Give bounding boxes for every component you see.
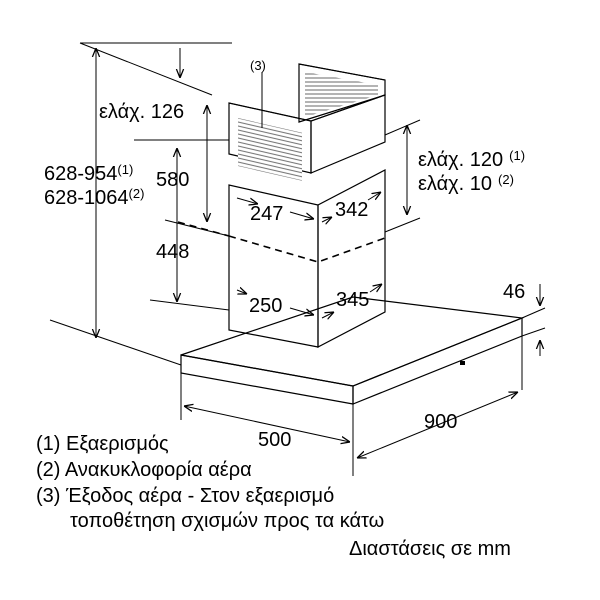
dim-upper-chimney-height: 580 [156,169,189,191]
callout-outlet: (3) [250,58,266,73]
overlap-line-upper [228,235,386,263]
dim-min-126: ελάχ. 126 [99,101,184,123]
overlap-line-left [177,221,230,237]
legend-item-exhaust: (1) Εξαερισμός [36,433,169,455]
indicator-light [460,361,465,365]
dim-lower-depth: 345 [336,289,369,311]
dimension-arrows [96,48,540,458]
dim-total-height-recirculation: 628-1064(2) [44,186,144,209]
legend-item-air-outlet: (3) Έξοδος αέρα - Στον εξαερισμό [36,485,334,507]
dim-min-10: ελάχ. 10(2) [418,172,514,195]
dim-canopy-depth: 500 [258,429,291,451]
legend: (1) Εξαερισμός (2) Ανακυκλοφορία αέρα (3… [36,433,384,532]
dim-lower-width: 250 [249,295,282,317]
hood-canopy [180,296,525,405]
dim-min-120: ελάχ. 120(1) [418,148,525,171]
dim-canopy-height: 46 [503,281,525,303]
legend-item-recirculation: (2) Ανακυκλοφορία αέρα [36,459,252,481]
units-note: Διαστάσεις σε mm [349,538,511,560]
lower-chimney [228,169,386,348]
dim-canopy-width: 900 [424,411,457,433]
dim-total-height-exhaust: 628-954(1) [44,162,133,185]
dim-upper-depth: 342 [335,199,368,221]
dim-lower-chimney-height: 448 [156,241,189,263]
dim-upper-width: 247 [250,203,283,225]
upper-chimney [228,63,386,181]
legend-item-air-outlet-note: τοποθέτηση σχισμών προς τα κάτω [70,510,384,532]
